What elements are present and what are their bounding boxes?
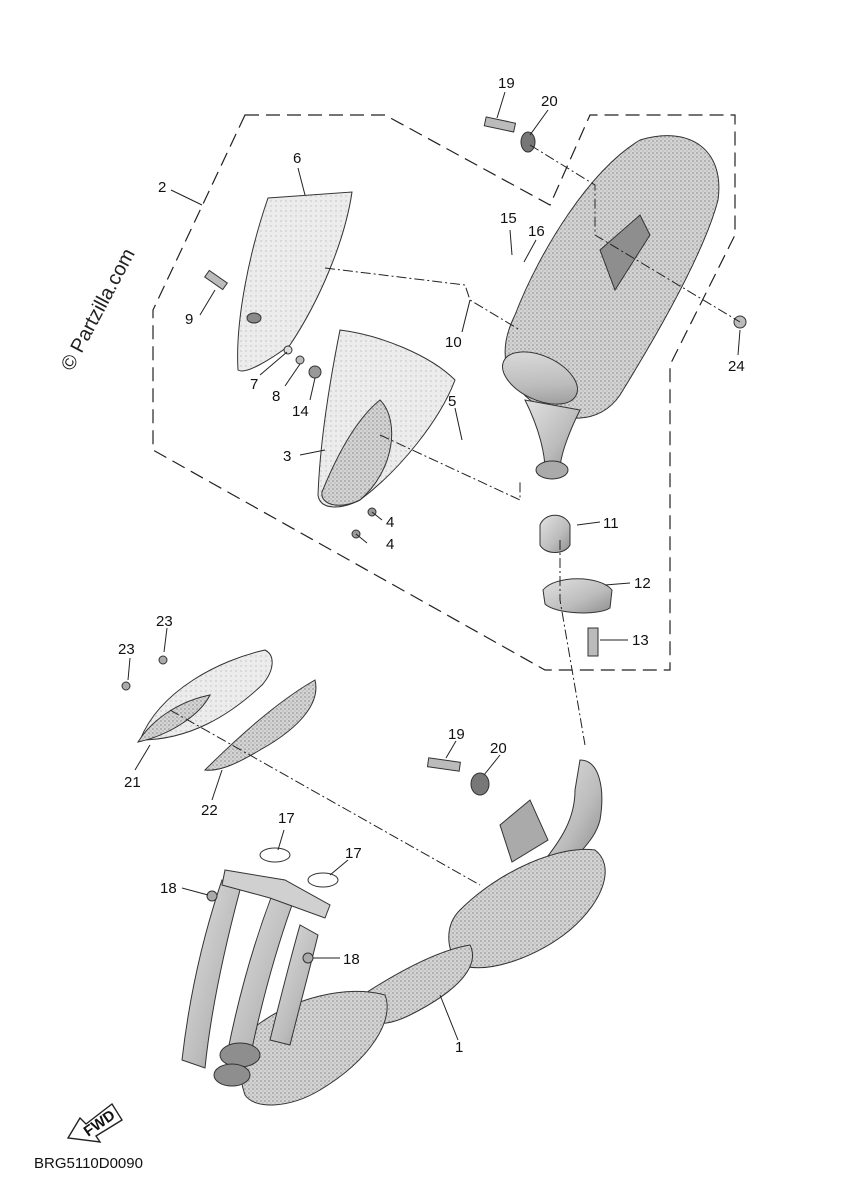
leader-lines — [127, 91, 741, 1041]
callout-22: 22 — [201, 802, 218, 819]
callout-1: 1 — [455, 1039, 463, 1056]
callout-4a: 4 — [386, 514, 394, 531]
callout-8: 8 — [272, 388, 280, 405]
callout-2: 2 — [158, 179, 166, 196]
chain-line-clamp — [559, 540, 586, 746]
callout-11: 11 — [603, 515, 619, 532]
muffler — [502, 135, 720, 480]
callout-24: 24 — [728, 358, 745, 375]
callout-21: 21 — [124, 774, 141, 791]
callout-5: 5 — [448, 393, 456, 410]
chain-line-muffler-bolt — [529, 144, 741, 323]
fwd-arrow-icon: FWD — [66, 1102, 123, 1143]
fasteners-lower — [121, 655, 490, 964]
callout-13: 13 — [632, 632, 649, 649]
callout-18a: 18 — [160, 880, 177, 897]
diagram-code: BRG5110D0090 — [34, 1155, 143, 1172]
callout-19a: 19 — [498, 75, 515, 92]
callout-14: 14 — [292, 403, 309, 420]
fasteners-upper — [203, 116, 747, 539]
chain-line-guard — [379, 434, 521, 501]
chain-line-protector-lower — [169, 709, 481, 886]
partzilla-watermark: © Partzilla.com — [57, 245, 140, 374]
callout-4b: 4 — [386, 536, 394, 553]
muffler-protector — [237, 191, 353, 372]
callout-19b: 19 — [448, 726, 465, 743]
callout-7: 7 — [250, 376, 258, 393]
callout-20b: 20 — [490, 740, 507, 757]
callout-20a: 20 — [541, 93, 558, 110]
callout-10: 10 — [445, 334, 462, 351]
chain-line-protector — [324, 267, 521, 331]
callout-16: 16 — [528, 223, 545, 240]
exhaust-pipe — [181, 759, 606, 1106]
clamp-assembly — [539, 514, 613, 657]
callout-17a: 17 — [278, 810, 295, 827]
protector-22 — [203, 679, 317, 771]
callout-12: 12 — [634, 575, 651, 592]
assembly-boundary — [152, 114, 736, 671]
callout-3: 3 — [283, 448, 291, 465]
callout-15: 15 — [500, 210, 517, 227]
callout-23b: 23 — [118, 641, 135, 658]
callout-6: 6 — [293, 150, 301, 167]
callout-17b: 17 — [345, 845, 362, 862]
callout-18b: 18 — [343, 951, 360, 968]
callout-9: 9 — [185, 311, 193, 328]
callout-23a: 23 — [156, 613, 173, 630]
